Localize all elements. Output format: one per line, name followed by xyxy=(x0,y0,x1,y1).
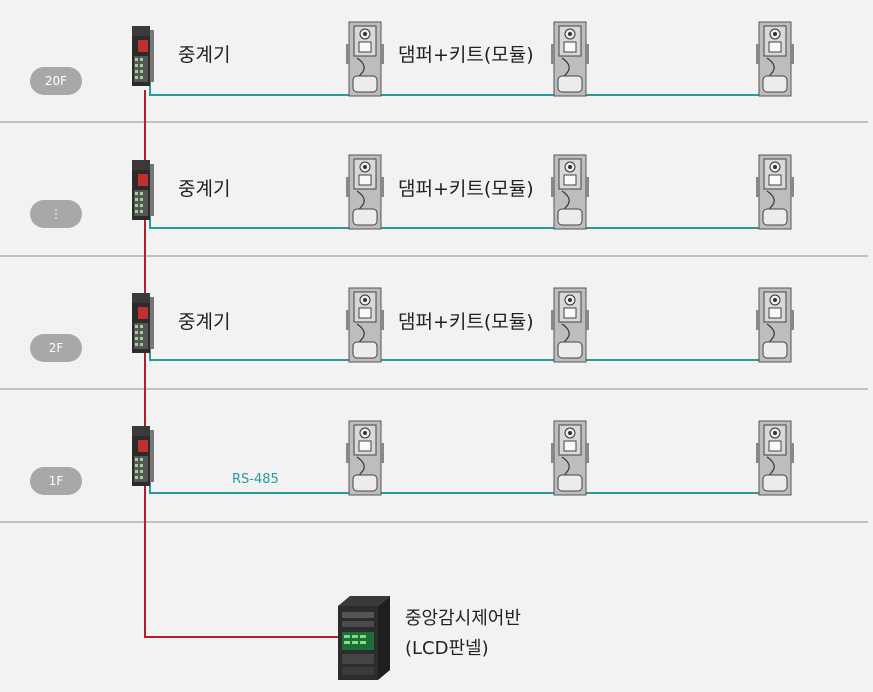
damper-module xyxy=(755,154,795,230)
bus-line-mid xyxy=(149,213,776,229)
damper-module xyxy=(755,287,795,363)
damper-module xyxy=(345,21,385,97)
repeater-device xyxy=(132,426,154,486)
bus-line-2f xyxy=(149,345,776,361)
damper-module xyxy=(345,287,385,363)
damper-module xyxy=(345,154,385,230)
module-label: 댐퍼+키트(모듈) xyxy=(398,311,534,333)
central-panel-label: 중앙감시제어반 (LCD판넬) xyxy=(405,604,521,664)
floor-badge-20f: 20F xyxy=(30,67,82,95)
repeater-label: 중계기 xyxy=(178,311,231,333)
central-panel-cabinet xyxy=(338,596,390,680)
rs485-label: RS-485 xyxy=(232,472,279,487)
central-panel-title: 중앙감시제어반 xyxy=(405,608,521,629)
repeater-device xyxy=(132,160,154,220)
damper-module xyxy=(550,420,590,496)
damper-module xyxy=(755,21,795,97)
repeater-label: 중계기 xyxy=(178,178,231,200)
trunk-line xyxy=(144,90,340,638)
repeater-device xyxy=(132,26,154,86)
repeater-label: 중계기 xyxy=(178,44,231,66)
module-label: 댐퍼+키트(모듈) xyxy=(398,44,534,66)
damper-module xyxy=(755,420,795,496)
floor-badge-1f: 1F xyxy=(30,467,82,495)
floor-badge-2f: 2F xyxy=(30,334,82,362)
damper-module xyxy=(550,287,590,363)
damper-module xyxy=(550,21,590,97)
bus-line-20f xyxy=(149,80,776,96)
damper-module xyxy=(345,420,385,496)
floor-badge-mid: ⋮ xyxy=(30,200,82,228)
central-panel-subtitle: (LCD판넬) xyxy=(405,638,489,659)
module-label: 댐퍼+키트(모듈) xyxy=(398,178,534,200)
repeater-device xyxy=(132,293,154,353)
damper-module xyxy=(550,154,590,230)
